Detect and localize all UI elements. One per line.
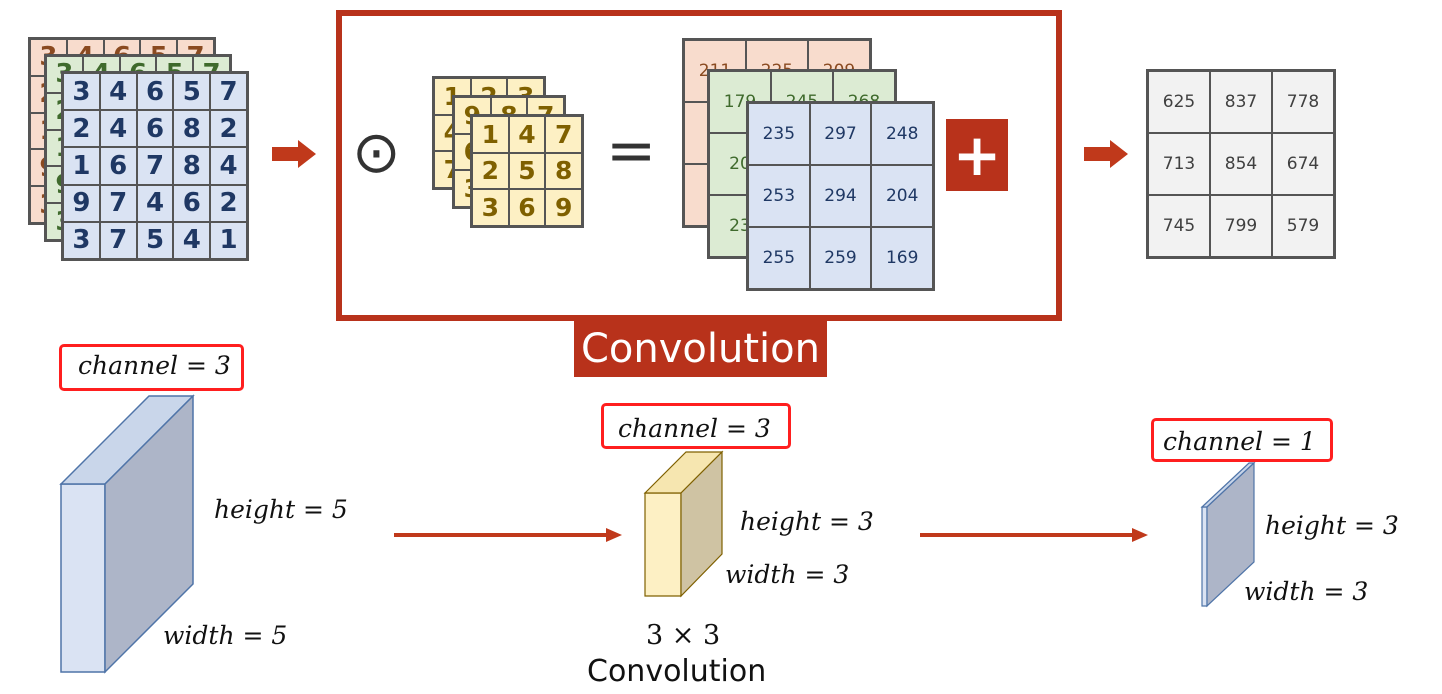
right-arrow-icon [272,140,316,168]
kernel-height-label: height = 3 [740,507,874,536]
matrix-cell: 6 [99,147,137,185]
matrix-cell: 5 [173,73,211,111]
matrix-cell: 255 [748,227,810,289]
matrix-cell: 204 [871,165,933,227]
output-channel-label: channel = 1 [1163,427,1316,456]
matrix-cell: 7 [136,147,174,185]
matrix-cell: 6 [136,73,174,111]
input-channel-highlight [59,344,244,391]
matrix-cell: 2 [210,110,247,148]
matrix-cell: 1 [210,221,247,259]
right-arrow-icon [1084,140,1128,168]
matrix-cell: 294 [809,165,872,227]
matrix-cell: 6 [136,110,174,148]
kernel-size-label: 3 × 3 [646,620,721,651]
kernel-channel-highlight [601,403,791,449]
matrix-cell: 253 [748,165,810,227]
matrix-cell: 7 [210,73,247,111]
sum-plus-icon: + [946,119,1008,191]
matrix-cell: 169 [871,227,933,289]
matrix-cell: 6 [508,189,546,226]
kernel-caption: Convolution [587,654,767,689]
matrix-cell: 1 [63,147,100,185]
matrix-cell: 778 [1272,71,1334,133]
matrix-cell: 2 [210,184,247,222]
kernel-volume-shape [643,450,724,598]
matrix-cell: 235 [748,103,810,165]
equals-symbol: = [606,116,657,186]
matrix-cell: 854 [1210,133,1272,195]
matrix-cell: 248 [871,103,933,165]
matrix-cell: 8 [173,147,211,185]
output-volume-shape [1200,461,1256,608]
matrix-cell: 2 [63,110,100,148]
input-channel-label: channel = 3 [78,351,231,380]
input-volume-shape [59,394,195,674]
matrix-cell: 3 [63,221,100,259]
matrix-cell: 3 [63,73,100,111]
matrix-cell: 7 [99,221,137,259]
matrix-cell: 4 [99,73,137,111]
output-channel-highlight [1151,418,1333,462]
matrix-cell: 297 [809,103,872,165]
output-width-label: width = 3 [1244,577,1369,606]
matrix-cell: 625 [1148,71,1210,133]
kernel-width-label: width = 3 [725,560,850,589]
right-arrow-icon [920,528,1148,542]
matrix-cell: 1 [472,116,509,153]
matrix-cell: 4 [173,221,211,259]
matrix-cell: 6 [173,184,211,222]
right-arrow-icon [394,528,622,542]
input-height-label: height = 5 [214,495,348,524]
matrix-cell: 7 [99,184,137,222]
matrix-cell: 4 [136,184,174,222]
output-height-label: height = 3 [1265,511,1399,540]
matrix-cell: 7 [545,116,582,153]
matrix-cell: 799 [1210,195,1272,257]
matrix-cell: 2 [472,152,509,190]
matrix-cell: 3 [472,189,509,226]
matrix-cell: 9 [63,184,100,222]
matrix-cell: 674 [1272,133,1334,195]
matrix-cell: 8 [545,152,582,190]
matrix-cell: 5 [508,152,546,190]
matrix-cell: 837 [1210,71,1272,133]
matrix-cell: 8 [173,110,211,148]
input-width-label: width = 5 [163,621,288,650]
matrix-cell: 4 [508,116,546,153]
matrix-cell: 745 [1148,195,1210,257]
matrix-cell: 4 [210,147,247,185]
convolution-label: Convolution [574,321,827,377]
matrix-cell: 579 [1272,195,1334,257]
kernel-channel-label: channel = 3 [618,414,771,443]
matrix-cell: 259 [809,227,872,289]
convolution-frame [336,10,1062,321]
matrix-cell: 4 [99,110,137,148]
hadamard-product-symbol: ⊙ [352,118,401,186]
matrix-cell: 5 [136,221,174,259]
matrix-cell: 9 [545,189,582,226]
matrix-cell: 713 [1148,133,1210,195]
